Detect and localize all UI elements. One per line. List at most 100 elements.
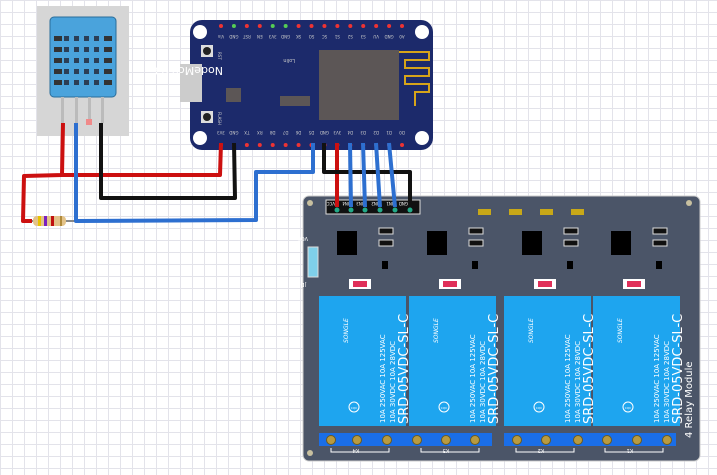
terminal-screw[interactable] [326,435,336,445]
pin-label: S3 [360,34,366,39]
pin-d7[interactable] [283,143,288,147]
in3-wire[interactable] [361,142,367,208]
pin-gnd[interactable] [231,24,236,28]
header-pin[interactable] [362,207,368,213]
pin-label: GND [229,130,238,135]
relay-text: 10A 30VDC 10A 28VDC [389,341,397,423]
pin-rst[interactable] [244,24,249,28]
header-pin-label: IN3 [356,201,363,206]
pin-label: SO [309,34,315,39]
pin-s1[interactable] [335,24,340,28]
pin-label: A0 [399,34,405,39]
terminal-screw[interactable] [602,435,612,445]
terminal-screw[interactable] [470,435,480,445]
status-led [538,281,552,287]
pin-d0[interactable] [400,143,405,147]
pin-vu[interactable] [374,24,379,28]
cert-label: CQC [441,406,448,410]
dht-vent [74,80,79,85]
pin-label: Vin [217,34,224,39]
header-pin[interactable] [407,207,413,213]
pin-gnd[interactable] [283,24,288,28]
header-pin[interactable] [377,207,383,213]
dht-vent [84,69,89,74]
pin-label: D5 [308,130,314,135]
pin-s3[interactable] [361,24,366,28]
dht-vent [54,58,62,63]
in1-wire[interactable] [387,142,397,208]
jd-vcc-jumper[interactable] [307,246,319,278]
cert-mark [438,401,450,413]
dht-vent [94,69,99,74]
header-pin[interactable] [334,207,340,213]
smd-resistor [378,227,394,235]
pin-d6[interactable] [296,143,301,147]
terminal-screw[interactable] [412,435,422,445]
terminal-screw[interactable] [573,435,583,445]
pin-vin[interactable] [219,24,223,28]
dht-vent [54,69,62,74]
vcc-wire-dht[interactable] [21,122,65,223]
in4-wire[interactable] [348,142,353,208]
jumper-jdvcc-label: JD-VCC [288,281,307,287]
flash-button[interactable] [203,113,211,121]
terminal-label: K4 [353,447,359,453]
cert-label: CQC [625,406,632,410]
dht-sensor[interactable] [37,6,129,136]
pin-3v3[interactable] [270,24,275,28]
pin-label: 3V3 [268,34,276,39]
terminal-label: K3 [443,447,449,453]
pin-label: TX [244,130,250,135]
terminal-screw[interactable] [352,435,362,445]
gnd-wire-dht[interactable] [99,123,237,200]
pin-label: D3 [360,130,366,135]
relay-text: SRD-05VDC-SL-C [671,314,686,424]
pin-s2[interactable] [348,24,353,28]
dht-vent [84,36,89,41]
pin-tx[interactable] [244,143,249,147]
pin-d8[interactable] [270,143,275,147]
dht-vent [104,47,112,52]
dht-vent [104,36,112,41]
terminal-screw[interactable] [632,435,642,445]
terminal-screw[interactable] [512,435,522,445]
relay[interactable] [504,296,591,426]
pin-sk[interactable] [296,24,301,28]
smd-resistor [652,227,668,235]
pin-label: GND [385,34,394,39]
dht-vent [54,80,62,85]
gnd-wire-relay[interactable] [322,143,412,207]
relay[interactable] [409,296,496,426]
relay[interactable] [593,296,680,426]
pin-label: D4 [347,130,353,135]
data-wire-dht[interactable] [74,123,315,223]
relay-text: SRD-05VDC-SL-C [487,314,502,424]
header-pin-label: IN2 [371,201,378,206]
dht-vent [94,36,99,41]
pin-label: D2 [373,130,379,135]
pin-so[interactable] [309,24,314,28]
dht-vent [64,47,69,52]
vcc-wire-nodemcu[interactable] [62,142,223,177]
pin-en[interactable] [257,24,262,28]
rst-button[interactable] [203,47,211,55]
header-pin[interactable] [392,207,398,213]
pin-sc[interactable] [322,24,327,28]
terminal-screw[interactable] [541,435,551,445]
status-led [443,281,457,287]
header-pin[interactable] [348,207,354,213]
pin-gnd[interactable] [387,24,392,28]
in2-wire[interactable] [374,142,382,208]
pin-label: RST [242,34,250,39]
pin-label: D0 [399,130,405,135]
terminal-screw[interactable] [441,435,451,445]
pin-a0[interactable] [400,24,405,28]
pin-label: SC [322,34,328,39]
terminal-screw[interactable] [382,435,392,445]
dht-vent [104,80,112,85]
relay[interactable] [319,296,406,426]
terminal-screw[interactable] [662,435,672,445]
pin-rx[interactable] [257,143,262,147]
